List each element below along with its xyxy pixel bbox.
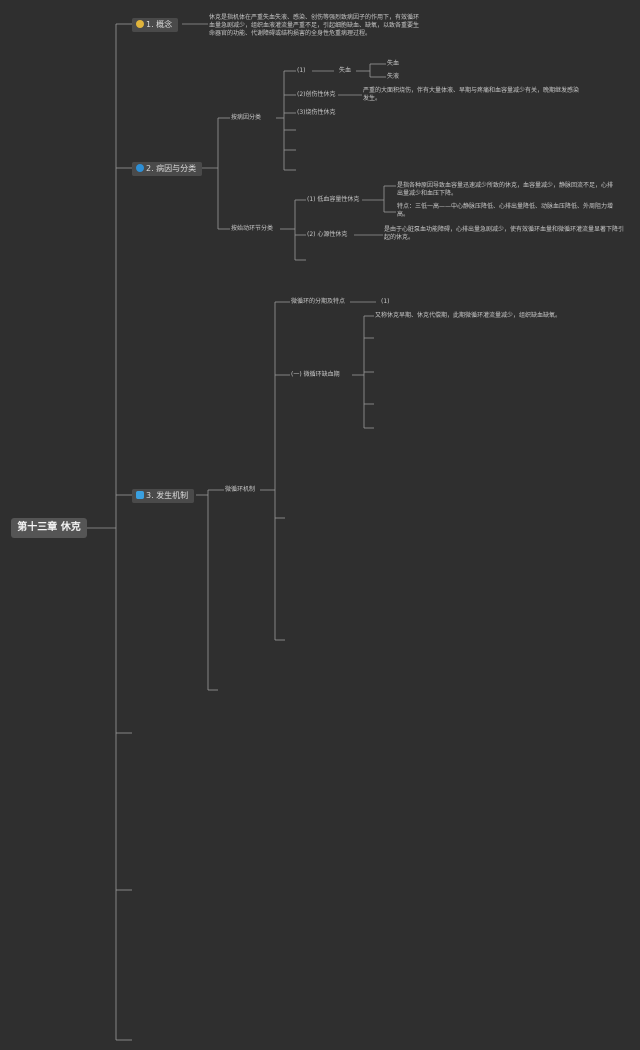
topic-mechanism-label: 3. 发生机制 [146,491,189,500]
node-stage-note[interactable]: (1) [381,298,390,305]
compensatory-description: 又称休克早期、休克代偿期，此期微循环灌流量减少，组织缺血缺氧。 [375,312,562,319]
node-cause-1-leaf-a[interactable]: 失血 [387,60,400,67]
topic-cause-label: 2. 病因与分类 [146,164,197,173]
start-1-description-a: 是指各种原因导致血容量迅速减少所致的休克，血容量减少，静脉回流不足，心排出量减少… [397,182,614,197]
node-cause-1-leaf-b[interactable]: 失液 [387,73,400,80]
start-1-description-b: 特点：三低一高——中心静脉压降低、心排出量降低、动脉血压降低、外周阻力增高。 [397,203,614,218]
node-by-cause[interactable]: 按病因分类 [231,114,262,121]
document-icon [136,491,144,499]
node-compensatory[interactable]: (一) 微循环缺血期 [291,371,340,378]
topic-concept[interactable]: 1. 概念 [132,18,179,32]
node-cause-3[interactable]: (3)烧伤性休克 [297,109,336,116]
node-cause-1-child[interactable]: 失血 [339,67,352,74]
node-cause-2[interactable]: (2)创伤性休克 [297,91,336,98]
topic-concept-label: 1. 概念 [146,20,173,29]
root-node[interactable]: 第十三章 休克 [11,518,87,538]
node-by-start[interactable]: 按始动环节分类 [231,225,274,232]
cause-2-description: 严重的大面积烧伤，伴有大量体液、早期与疼痛和血容量减少有关，晚期继发感染发生。 [363,87,580,102]
lightbulb-icon [136,20,144,28]
node-micro-mechanism[interactable]: 微循环机制 [225,486,256,493]
node-stage[interactable]: 微循环的分期及特点 [291,298,346,305]
topic-mechanism[interactable]: 3. 发生机制 [132,489,195,503]
node-start-1[interactable]: (1) 低血容量性休克 [307,196,360,203]
topic-cause[interactable]: 2. 病因与分类 [132,162,203,176]
gear-icon [136,164,144,172]
node-cause-1[interactable]: (1) [297,67,306,74]
concept-description: 休克是指机体在严重失血失液、感染、创伤等强烈致病因子的作用下，有效循环血量急剧减… [209,14,420,37]
start-2-description: 是由于心脏泵血功能障碍，心排出量急剧减少，使有效循环血量和微循环灌流量显著下降引… [384,226,625,241]
node-start-2[interactable]: (2) 心源性休克 [307,231,348,238]
